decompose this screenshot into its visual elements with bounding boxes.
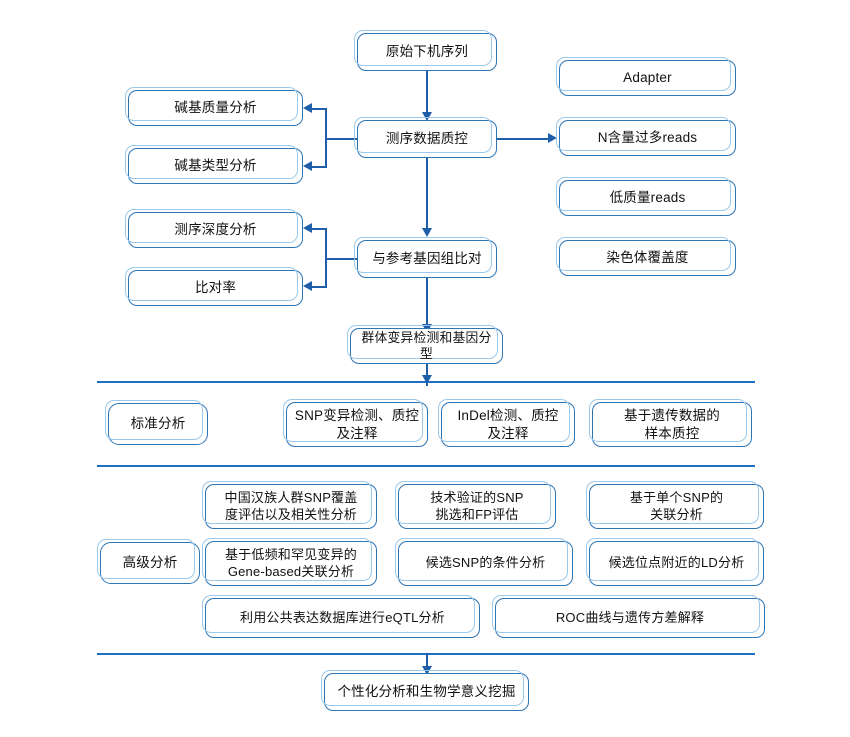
node-advanced-conditional-analysis[interactable]: 候选SNP的条件分析 xyxy=(395,538,573,586)
node-advanced-tech-validated-snp-label: 技术验证的SNP 挑选和FP评估 xyxy=(430,489,524,522)
section-label-advanced-analysis[interactable]: 高级分析 xyxy=(97,539,200,584)
node-advanced-ld-analysis-label: 候选位点附近的LD分析 xyxy=(608,555,745,571)
node-base-type-analysis[interactable]: 碱基类型分析 xyxy=(125,145,303,184)
connector-raw-to-qc xyxy=(426,71,429,117)
node-personalized-analysis[interactable]: 个性化分析和生物学意义挖掘 xyxy=(321,670,529,711)
node-personalized-analysis-label: 个性化分析和生物学意义挖掘 xyxy=(337,684,516,700)
node-advanced-han-snp-coverage[interactable]: 中国汉族人群SNP覆盖 度评估以及相关性分析 xyxy=(202,481,377,529)
node-advanced-roc-curve[interactable]: ROC曲线与遗传方差解释 xyxy=(492,595,765,638)
connector-align-to-rate xyxy=(312,286,327,289)
node-adapter[interactable]: Adapter xyxy=(556,57,736,96)
arrowhead-qc-to-base-quality xyxy=(303,102,312,113)
node-advanced-han-snp-coverage-label: 中国汉族人群SNP覆盖 度评估以及相关性分析 xyxy=(224,489,358,522)
node-variant-calling-genotyping[interactable]: 群体变异检测和基因分型 xyxy=(347,325,503,364)
node-raw-sequence[interactable]: 原始下机序列 xyxy=(354,30,497,71)
node-advanced-ld-analysis[interactable]: 候选位点附近的LD分析 xyxy=(586,538,764,586)
arrowhead-variant-to-standard xyxy=(421,375,432,384)
connector-qc-to-n-reads xyxy=(497,138,549,141)
node-n-content-reads[interactable]: N含量过多reads xyxy=(556,117,736,156)
node-advanced-single-snp-association[interactable]: 基于单个SNP的 关联分析 xyxy=(586,481,764,529)
connector-qc-to-base-type xyxy=(312,166,327,169)
node-advanced-tech-validated-snp[interactable]: 技术验证的SNP 挑选和FP评估 xyxy=(395,481,556,529)
node-standard-indel[interactable]: InDel检测、质控 及注释 xyxy=(438,399,575,447)
arrowhead-qc-to-n-reads xyxy=(548,132,557,143)
node-variant-calling-genotyping-label: 群体变异检测和基因分型 xyxy=(361,329,492,361)
connector-divider-to-final xyxy=(426,653,429,675)
node-standard-indel-label: InDel检测、质控 及注释 xyxy=(457,408,559,441)
arrowhead-raw-to-qc xyxy=(421,112,432,121)
node-alignment-rate-label: 比对率 xyxy=(194,280,237,296)
node-raw-sequence-label: 原始下机序列 xyxy=(385,44,469,60)
node-sequencing-qc[interactable]: 测序数据质控 xyxy=(354,117,497,158)
node-adapter-label: Adapter xyxy=(623,70,672,86)
node-base-type-analysis-label: 碱基类型分析 xyxy=(174,158,257,174)
node-advanced-roc-curve-label: ROC曲线与遗传方差解释 xyxy=(555,609,705,625)
node-align-to-reference-label: 与参考基因组比对 xyxy=(372,251,482,267)
node-advanced-conditional-analysis-label: 候选SNP的条件分析 xyxy=(425,555,546,571)
connector-qc-to-align xyxy=(426,158,429,233)
node-advanced-single-snp-association-label: 基于单个SNP的 关联分析 xyxy=(629,489,724,522)
connector-align-to-variant xyxy=(426,278,429,330)
divider-advanced-analysis xyxy=(97,465,755,468)
connector-align-to-depth xyxy=(312,228,327,231)
arrowhead-align-to-depth xyxy=(303,222,312,233)
node-low-quality-reads-label: 低质量reads xyxy=(609,190,686,206)
node-alignment-rate[interactable]: 比对率 xyxy=(125,267,303,306)
connector-align-left-stub xyxy=(325,258,358,261)
section-label-standard-analysis-text: 标准分析 xyxy=(130,416,186,432)
connector-qc-left-stub xyxy=(325,138,358,141)
arrowhead-qc-to-align xyxy=(421,228,432,237)
connector-qc-left-trunk xyxy=(325,108,328,168)
node-advanced-gene-based-association[interactable]: 基于低频和罕见变异的 Gene-based关联分析 xyxy=(202,538,377,586)
node-sequencing-depth-analysis-label: 测序深度分析 xyxy=(174,222,257,238)
node-base-quality-analysis-label: 碱基质量分析 xyxy=(174,100,257,116)
node-low-quality-reads[interactable]: 低质量reads xyxy=(556,177,736,216)
node-sequencing-qc-label: 测序数据质控 xyxy=(385,131,469,147)
node-advanced-eqtl-analysis-label: 利用公共表达数据库进行eQTL分析 xyxy=(240,609,445,625)
node-sequencing-depth-analysis[interactable]: 测序深度分析 xyxy=(125,209,303,248)
section-label-advanced-analysis-text: 高级分析 xyxy=(122,555,178,571)
arrowhead-align-to-rate xyxy=(303,280,312,291)
node-standard-sample-qc[interactable]: 基于遗传数据的 样本质控 xyxy=(589,399,752,447)
connector-align-left-trunk xyxy=(325,228,328,288)
node-align-to-reference[interactable]: 与参考基因组比对 xyxy=(354,237,497,278)
node-chromosome-coverage-label: 染色体覆盖度 xyxy=(606,250,689,266)
node-base-quality-analysis[interactable]: 碱基质量分析 xyxy=(125,87,303,126)
node-n-content-reads-label: N含量过多reads xyxy=(597,130,698,146)
node-standard-snp[interactable]: SNP变异检测、质控 及注释 xyxy=(283,399,428,447)
arrowhead-qc-to-base-type xyxy=(303,160,312,171)
node-standard-sample-qc-label: 基于遗传数据的 样本质控 xyxy=(624,408,720,441)
node-standard-snp-label: SNP变异检测、质控 及注释 xyxy=(294,408,420,441)
node-chromosome-coverage[interactable]: 染色体覆盖度 xyxy=(556,237,736,276)
arrowhead-divider-to-final xyxy=(421,666,432,675)
section-label-standard-analysis[interactable]: 标准分析 xyxy=(105,400,208,445)
connector-qc-to-base-quality xyxy=(312,108,327,111)
node-advanced-eqtl-analysis[interactable]: 利用公共表达数据库进行eQTL分析 xyxy=(202,595,480,638)
node-advanced-gene-based-association-label: 基于低频和罕见变异的 Gene-based关联分析 xyxy=(224,546,357,579)
